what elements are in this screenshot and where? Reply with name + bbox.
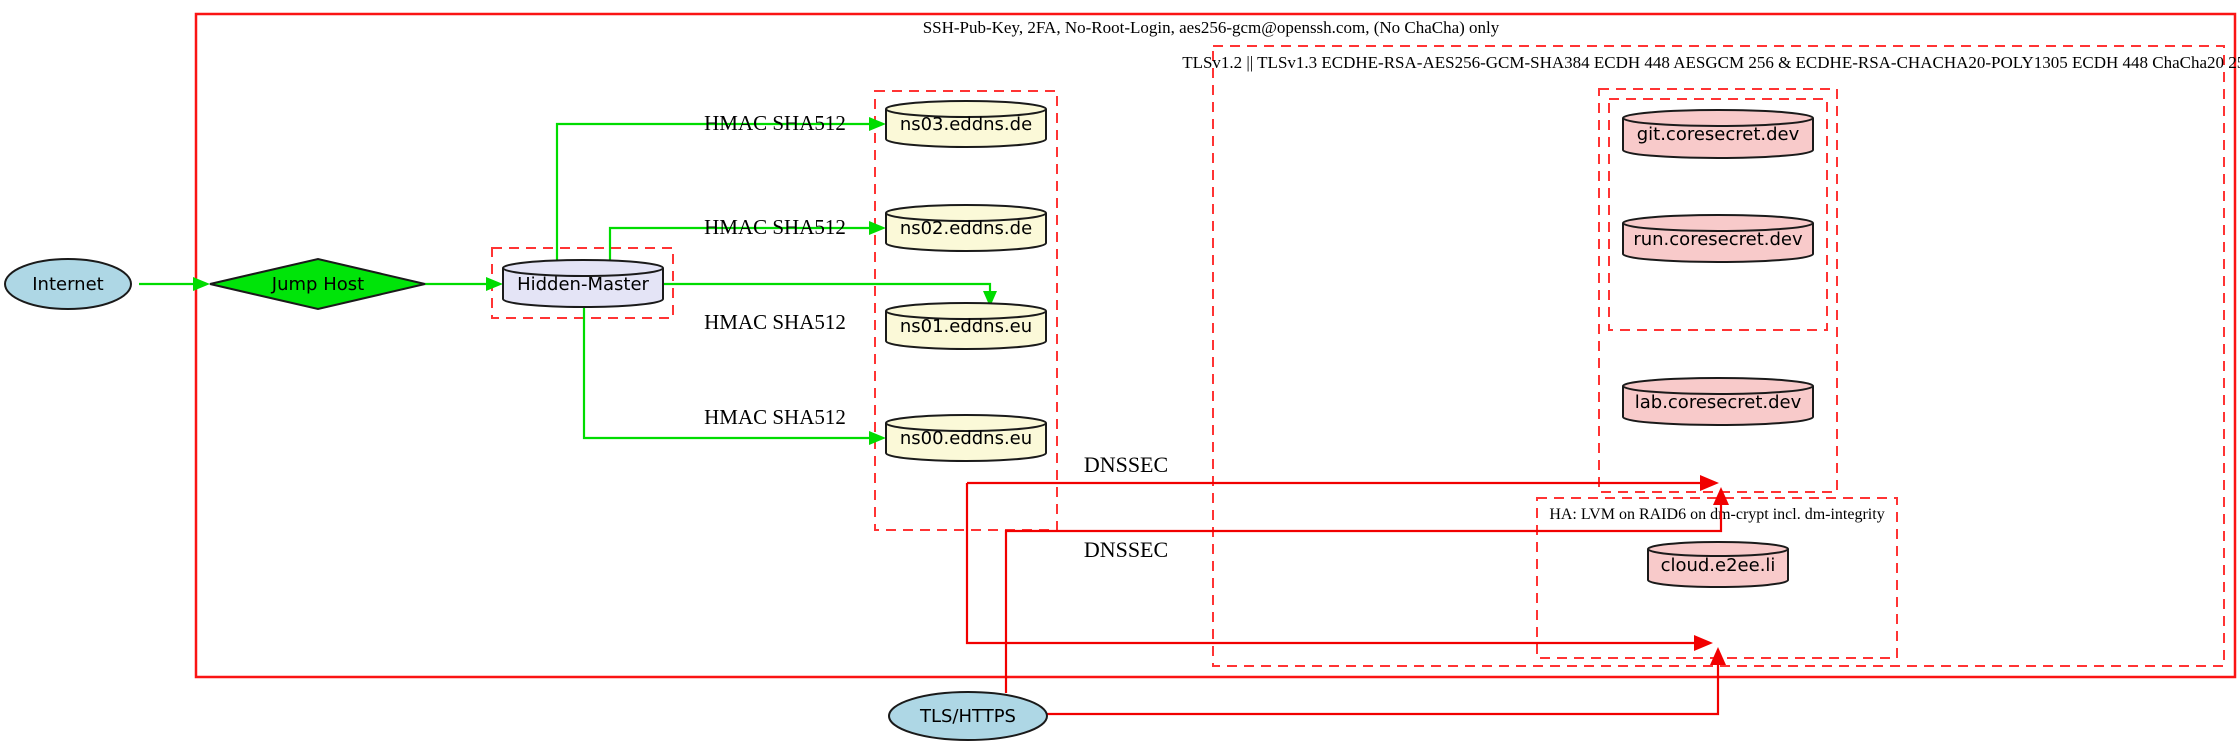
lab-cylinder-top bbox=[1622, 377, 1814, 395]
internet-ellipse bbox=[4, 258, 132, 310]
node-lab-label: lab.coresecret.dev bbox=[1635, 392, 1802, 413]
edge-label-dnssec-1: DNSSEC bbox=[1084, 452, 1168, 477]
edge-tlshttps-ha-arrowhead bbox=[1710, 647, 1726, 665]
edge-tlshttps-coresecret-arrowhead bbox=[1713, 487, 1729, 505]
ssh-cluster-box bbox=[194, 12, 2237, 679]
node-tls-https-label: TLS/HTTPS bbox=[919, 706, 1016, 727]
edge-label-hmac-ns01: HMAC SHA512 bbox=[704, 310, 846, 334]
node-ns03-label: ns03.eddns.de bbox=[900, 114, 1032, 135]
edge-hiddenmaster-ns02 bbox=[608, 226, 870, 263]
edge-dnssec-coresecret-arrowhead bbox=[1700, 475, 1719, 491]
edge-jumphost-hiddenmaster-arrowhead bbox=[486, 277, 503, 291]
node-hidden-master-label: Hidden-Master bbox=[517, 274, 649, 295]
node-run: run.coresecret.dev bbox=[1622, 214, 1814, 263]
node-jump-host-label: Jump Host bbox=[271, 274, 364, 295]
edge-label-hmac-ns00: HMAC SHA512 bbox=[704, 405, 846, 429]
ssh-cluster-label: SSH-Pub-Key, 2FA, No-Root-Login, aes256-… bbox=[923, 18, 1500, 37]
cloud-cylinder-top bbox=[1647, 541, 1789, 557]
node-run-label: run.coresecret.dev bbox=[1633, 229, 1803, 250]
edge-dnssec-ha bbox=[965, 483, 1696, 645]
node-ns03: ns03.eddns.de bbox=[885, 100, 1047, 148]
node-cloud-label: cloud.e2ee.li bbox=[1661, 555, 1776, 576]
jump-host-diamond bbox=[209, 257, 426, 311]
edge-tlshttps-ha bbox=[1046, 664, 1720, 716]
edge-label-hmac-ns02: HMAC SHA512 bbox=[704, 215, 846, 239]
ns03-cylinder-top bbox=[885, 100, 1047, 118]
node-hidden-master: Hidden-Master bbox=[502, 259, 664, 308]
edge-hiddenmaster-ns03 bbox=[555, 122, 870, 263]
dns-cluster-box bbox=[874, 90, 1058, 531]
edge-hiddenmaster-ns01 bbox=[663, 282, 992, 292]
run-cylinder-top bbox=[1622, 214, 1814, 232]
git-run-cluster-box bbox=[1608, 98, 1828, 331]
git-cylinder-top bbox=[1622, 109, 1814, 127]
node-jump-host: Jump Host bbox=[209, 257, 426, 311]
node-lab: lab.coresecret.dev bbox=[1622, 377, 1814, 426]
edge-hiddenmaster-ns02-arrowhead bbox=[869, 221, 886, 235]
coresecret-cluster-box bbox=[1598, 88, 1838, 493]
node-ns00-label: ns00.eddns.eu bbox=[900, 428, 1032, 449]
node-git: git.coresecret.dev bbox=[1622, 109, 1814, 159]
node-cloud: cloud.e2ee.li bbox=[1647, 541, 1789, 588]
edge-internet-jumphost-arrowhead bbox=[193, 277, 210, 291]
ns01-cylinder-top bbox=[885, 302, 1047, 320]
edge-tlshttps-coresecret bbox=[1004, 504, 1723, 693]
hidden-master-cylinder-top bbox=[502, 259, 664, 277]
edge-hiddenmaster-ns00 bbox=[582, 303, 870, 440]
ns02-cylinder-top bbox=[885, 204, 1047, 222]
edge-label-hmac-ns03: HMAC SHA512 bbox=[704, 111, 846, 135]
tls-cluster-label: TLSv1.2 || TLSv1.3 ECDHE-RSA-AES256-GCM-… bbox=[1182, 53, 2240, 72]
node-ns00: ns00.eddns.eu bbox=[885, 414, 1047, 462]
tls-https-ellipse bbox=[888, 691, 1048, 741]
node-git-label: git.coresecret.dev bbox=[1637, 124, 1800, 145]
node-ns01: ns01.eddns.eu bbox=[885, 302, 1047, 350]
edge-hiddenmaster-ns01-arrowhead bbox=[983, 291, 997, 307]
edge-hiddenmaster-ns00-arrowhead bbox=[869, 431, 886, 445]
node-ns02: ns02.eddns.de bbox=[885, 204, 1047, 252]
node-internet-label: Internet bbox=[32, 274, 103, 295]
node-ns01-label: ns01.eddns.eu bbox=[900, 316, 1032, 337]
ns00-cylinder-top bbox=[885, 414, 1047, 432]
ha-cluster-label: HA: LVM on RAID6 on dm-crypt incl. dm-in… bbox=[1549, 506, 1884, 523]
edge-label-dnssec-2: DNSSEC bbox=[1084, 537, 1168, 562]
node-internet: Internet bbox=[4, 258, 132, 310]
edge-hiddenmaster-ns03-arrowhead bbox=[869, 117, 886, 131]
node-ns02-label: ns02.eddns.de bbox=[900, 218, 1032, 239]
node-tls-https: TLS/HTTPS bbox=[888, 691, 1048, 741]
edge-dnssec-ha-arrowhead bbox=[1694, 635, 1713, 651]
